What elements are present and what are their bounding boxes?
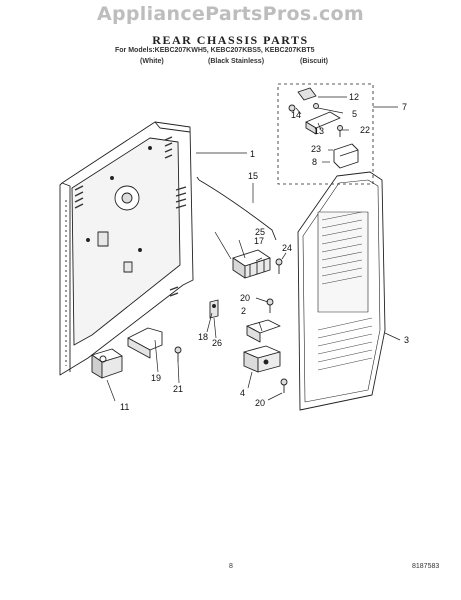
callout-7: 7	[402, 102, 407, 112]
callout-26: 26	[212, 338, 222, 348]
callout-18: 18	[198, 332, 208, 342]
bracket-assembly-group	[277, 83, 374, 185]
callout-13: 13	[314, 126, 324, 136]
bracket-19	[127, 327, 163, 359]
terminal-block	[232, 249, 271, 279]
bracket-4	[243, 345, 281, 373]
callout-8: 8	[312, 157, 317, 167]
site-watermark: AppliancePartsPros.com	[96, 3, 364, 25]
callout-3: 3	[404, 335, 409, 345]
callout-12: 12	[349, 92, 359, 102]
callout-1: 1	[250, 149, 255, 159]
page-number: 8	[229, 563, 233, 570]
callout-22: 22	[360, 125, 370, 135]
callout-21: 21	[173, 384, 183, 394]
screw-20-lower	[280, 378, 288, 393]
part-11	[91, 348, 123, 379]
page-title: REAR CHASSIS PARTS	[152, 33, 309, 47]
color-white: (White)	[140, 58, 164, 65]
callout-17: 17	[254, 236, 264, 246]
rear-access-cover	[297, 171, 386, 411]
document-number: 8187583	[412, 563, 440, 570]
callout-4: 4	[240, 388, 245, 398]
screw-20-upper	[266, 298, 274, 313]
callout-20-lower: 20	[255, 398, 265, 408]
callout-19: 19	[151, 373, 161, 383]
callout-5: 5	[352, 109, 357, 119]
terminal-wire	[196, 176, 277, 241]
callout-25: 25	[255, 227, 265, 237]
rear-chassis-panel	[59, 121, 194, 376]
color-biscuit: (Biscuit)	[300, 58, 328, 65]
leader-lines	[106, 96, 401, 402]
callout-23: 23	[311, 144, 321, 154]
callout-14: 14	[291, 110, 301, 120]
callout-11: 11	[120, 402, 129, 412]
bracket-2	[246, 319, 281, 343]
callout-15: 15	[248, 171, 258, 181]
callout-20-upper: 20	[240, 293, 250, 303]
callout-2: 2	[241, 306, 246, 316]
screw-21	[174, 346, 182, 362]
screw-24	[275, 258, 283, 274]
models-line: For Models:KEBC207KWH5, KEBC207KBS5, KEB…	[115, 47, 315, 54]
color-black-stainless: (Black Stainless)	[208, 58, 265, 65]
callout-24: 24	[282, 243, 292, 253]
